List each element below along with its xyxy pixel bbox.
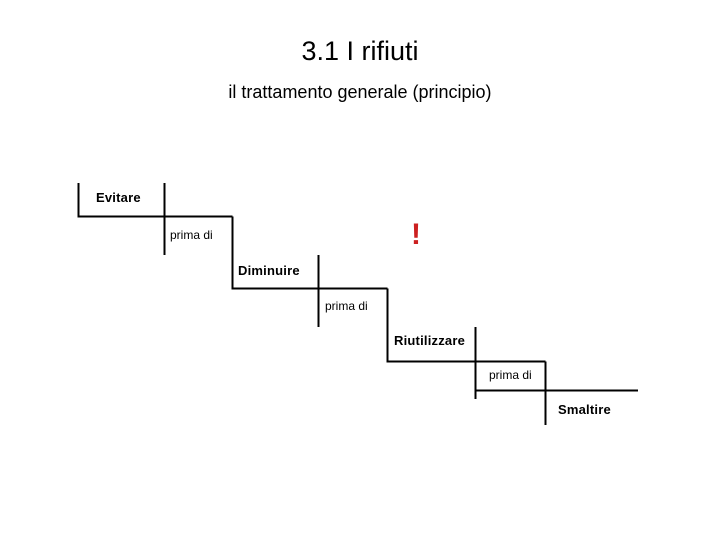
page-subtitle: il trattamento generale (principio) — [228, 82, 492, 102]
step-1-outline — [77, 183, 233, 218]
warning-exclamation-icon: ! — [411, 218, 421, 251]
step-label-diminuire[interactable]: Diminuire — [238, 263, 300, 278]
page-title: 3.1 I rifiuti — [301, 36, 419, 66]
connector-label-1: prima di — [170, 228, 213, 242]
connector-label-2: prima di — [325, 299, 368, 313]
step-label-evitare[interactable]: Evitare — [96, 190, 141, 205]
step-label-riutilizzare[interactable]: Riutilizzare — [394, 333, 466, 348]
step-3-outline — [386, 288, 546, 363]
step-label-smaltire[interactable]: Smaltire — [558, 402, 611, 417]
step-2-outline — [231, 216, 388, 290]
connector-label-3: prima di — [489, 368, 532, 382]
